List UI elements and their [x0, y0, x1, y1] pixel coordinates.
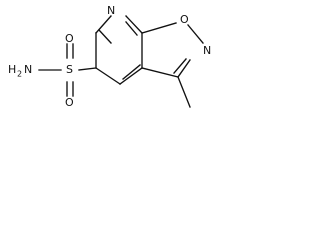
sulfonyl-oxygen-top-label: O — [65, 32, 74, 45]
ring-to-sulfur-bond — [78, 67, 97, 71]
sulfonyl-sulfur-label: S — [66, 63, 73, 76]
isoxazole-o-to-n-bond — [187, 24, 204, 44]
isoxazole-nitrogen-label: N — [203, 44, 211, 57]
pyridine-lower-right-bond — [119, 67, 143, 85]
pyridine-double-bond-lower-inner-line — [122, 64, 141, 80]
isoxazole-double-bond-inner-line — [173, 58, 187, 74]
isoxazole-top-bond — [141, 22, 177, 34]
amine-hydrogen-label: H — [8, 63, 16, 76]
isoxazole-n-to-carbon-bond — [177, 59, 191, 78]
amine-subscript-label: 2 — [17, 70, 22, 79]
substituent-bonds — [38, 43, 191, 108]
pyridine-double-bond-inner-line — [98, 29, 112, 44]
chemical-structure-diagram: N O N S O O H 2 N — [8, 4, 211, 109]
amine-nitrogen-label: N — [24, 63, 32, 76]
isoxazole-ring-bonds — [141, 22, 204, 78]
pyridine-double-bond-upper-inner-line — [125, 21, 138, 36]
ring-nitrogen-label: N — [107, 4, 115, 17]
pyridine-n-to-upper-left-carbon-bond — [95, 15, 112, 34]
sulfonyl-oxygen-bottom-label: O — [65, 96, 74, 109]
isoxazole-bottom-bond — [141, 67, 179, 78]
ring-oxygen-label: O — [180, 13, 189, 26]
pyridine-ring-bonds — [95, 15, 143, 85]
methyl-bond — [177, 76, 191, 108]
pyridine-upper-right-bond — [125, 15, 143, 34]
atom-labels: N O N S O O H 2 N — [8, 4, 211, 109]
chemical-structure-canvas: N O N S O O H 2 N — [0, 0, 232, 132]
pyridine-lower-left-bond — [95, 67, 121, 85]
